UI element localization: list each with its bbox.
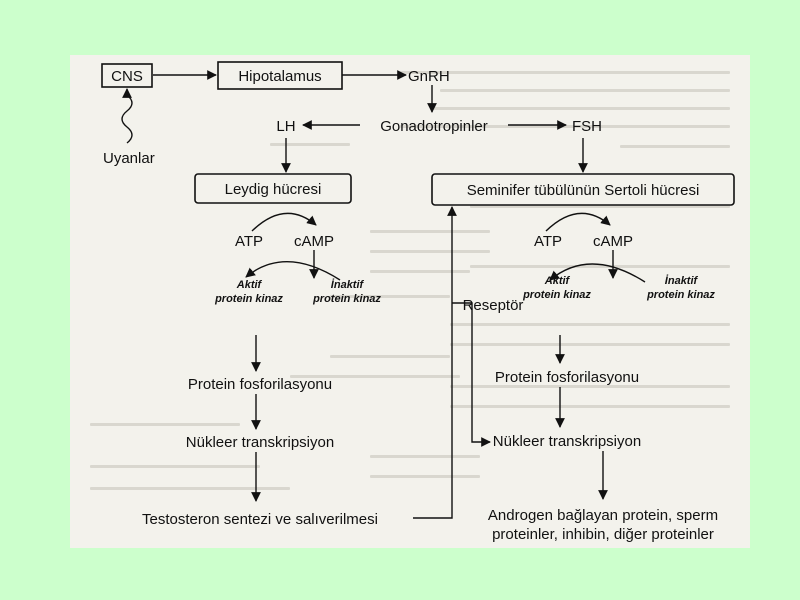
- left-atp-label: ATP: [235, 233, 263, 250]
- left-camp-label: cAMP: [294, 233, 334, 250]
- background-print: [450, 405, 730, 408]
- right-aktif-label: Aktif: [544, 275, 571, 287]
- left-aktif-kinaz-label: protein kinaz: [214, 293, 283, 305]
- background-print: [90, 487, 290, 490]
- right-inaktif-label: İnaktif: [665, 274, 699, 287]
- right-atp-label: ATP: [534, 233, 562, 250]
- reseptor-to-transkripsiyon-arrow: [452, 302, 491, 447]
- right-fosfo-label: Protein fosforilasyonu: [495, 369, 639, 386]
- cns-box: [101, 63, 153, 88]
- gonadotropinler-label: Gonadotropinler: [380, 118, 488, 135]
- leydig-label: Leydig hücresi: [225, 181, 322, 198]
- sertoli-box: [431, 173, 735, 206]
- background-print: [290, 375, 460, 378]
- testosteron-to-sertoli-arrow: [413, 206, 457, 519]
- background-print: [370, 230, 490, 233]
- testosteron-label: Testosteron sentezi ve salıverilmesi: [142, 511, 378, 528]
- gnrh-label: GnRH: [408, 68, 450, 85]
- background-print: [450, 343, 730, 346]
- background-print: [370, 270, 470, 273]
- background-print: [620, 145, 730, 148]
- sertoli-label: Seminifer tübülünün Sertoli hücresi: [467, 182, 700, 199]
- right-camp-label: cAMP: [593, 233, 633, 250]
- left-inaktif-kinaz-label: protein kinaz: [312, 293, 381, 305]
- androgen-line1-label: Androgen bağlayan protein, sperm: [488, 507, 718, 524]
- diagram-scan: CNS Hipotalamus GnRH Uyanlar LH Gonadotr…: [70, 55, 750, 548]
- right-inaktif-kinaz-label: protein kinaz: [646, 289, 715, 301]
- lh-label: LH: [276, 118, 295, 135]
- right-transkripsiyon-label: Nükleer transkripsiyon: [493, 433, 641, 450]
- background-print: [450, 385, 730, 388]
- right-kinaz-curve: [549, 263, 646, 283]
- background-print: [470, 205, 730, 208]
- background-print: [370, 475, 480, 478]
- left-kinaz-curve: [245, 261, 341, 281]
- cns-label: CNS: [111, 68, 143, 85]
- background-print: [430, 107, 730, 110]
- background-print: [330, 295, 450, 298]
- uyanlar-label: Uyanlar: [103, 150, 155, 167]
- hipotalamus-box: [217, 61, 343, 90]
- background-print: [470, 265, 730, 268]
- background-print: [370, 455, 480, 458]
- left-aktif-label: Aktif: [236, 279, 263, 291]
- uyanlar-wavy-arrow: [121, 94, 133, 144]
- background-print: [440, 89, 730, 92]
- androgen-line2-label: proteinler, inhibin, diğer proteinler: [492, 526, 714, 543]
- left-transkripsiyon-label: Nükleer transkripsiyon: [186, 434, 334, 451]
- right-atp-camp-curve: [545, 212, 611, 232]
- reseptor-label: Reseptör: [463, 297, 524, 314]
- background-print: [400, 71, 730, 74]
- hormone-pathway-diagram: CNS Hipotalamus GnRH Uyanlar LH Gonadotr…: [101, 61, 735, 543]
- hipotalamus-label: Hipotalamus: [238, 68, 321, 85]
- background-print: [330, 355, 450, 358]
- background-print: [90, 423, 240, 426]
- background-print: [450, 323, 730, 326]
- background-print: [90, 465, 260, 468]
- left-inaktif-label: İnaktif: [331, 278, 365, 291]
- background-print: [270, 143, 350, 146]
- right-aktif-kinaz-label: protein kinaz: [522, 289, 591, 301]
- background-print: [370, 250, 490, 253]
- left-atp-camp-curve: [251, 212, 317, 232]
- leydig-box: [194, 173, 352, 204]
- left-fosfo-label: Protein fosforilasyonu: [188, 376, 332, 393]
- fsh-label: FSH: [572, 118, 602, 135]
